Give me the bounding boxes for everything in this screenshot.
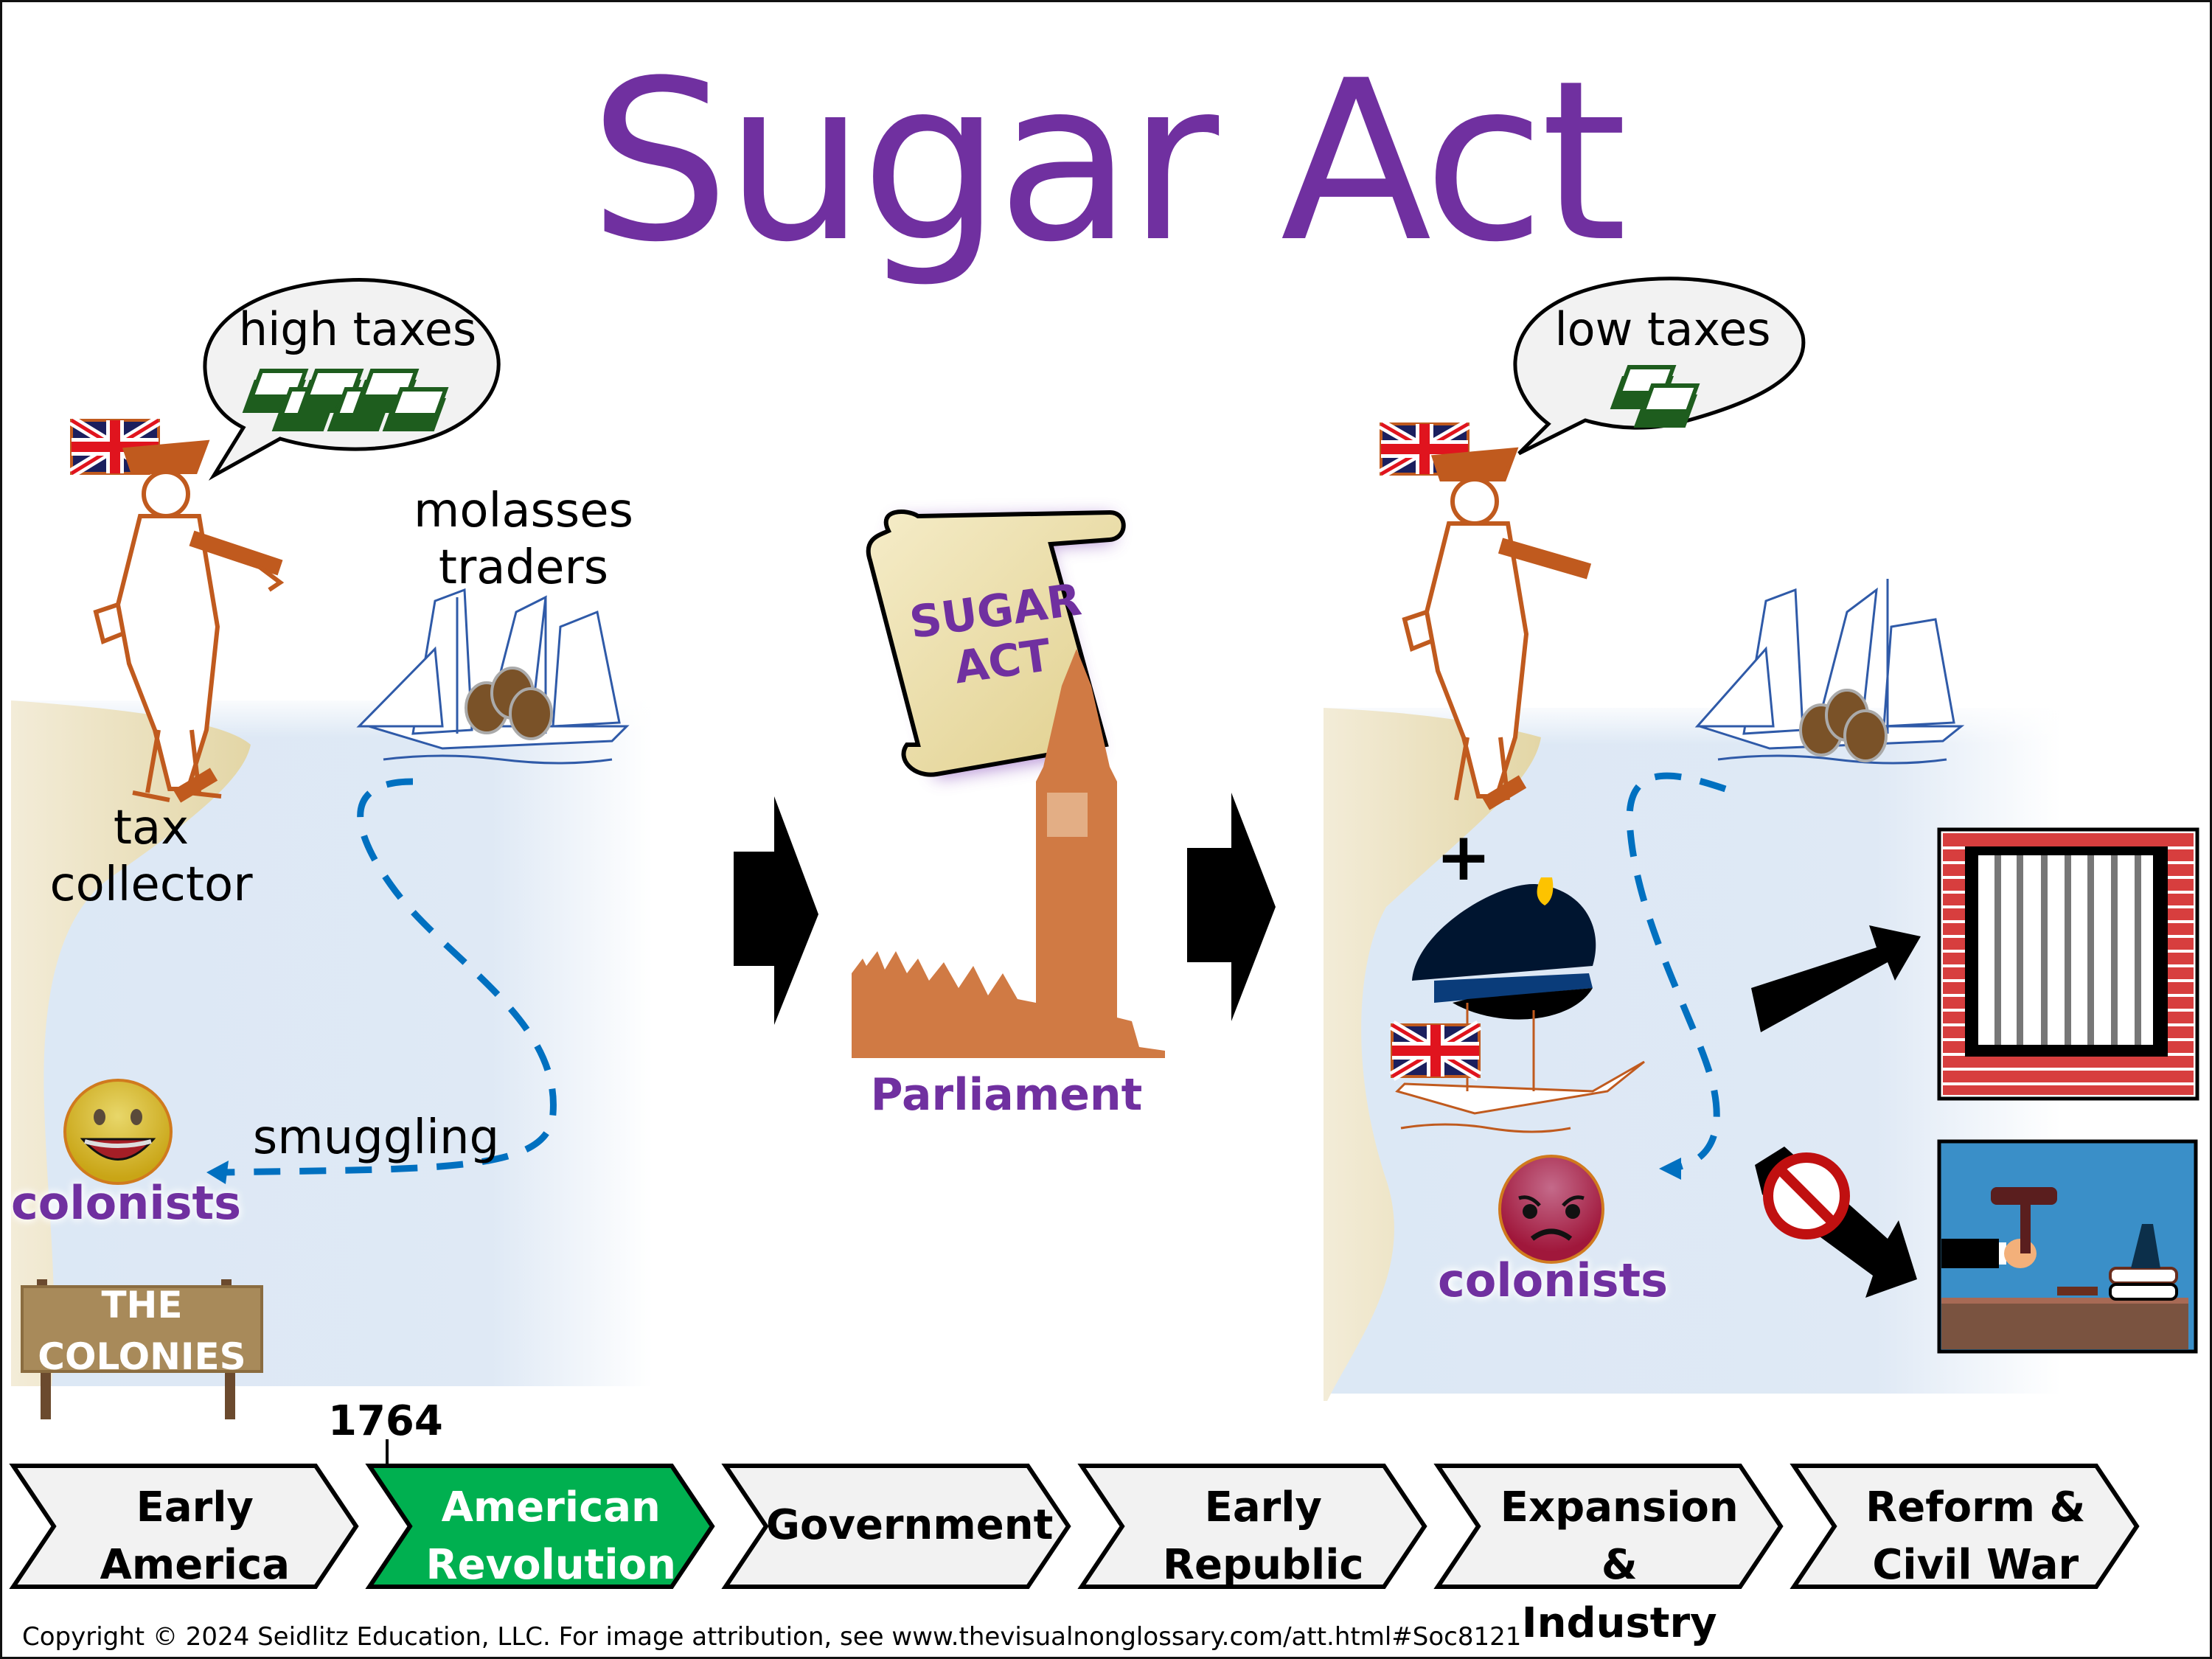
ship-icon	[1694, 579, 1965, 765]
shore-left	[11, 700, 251, 1386]
timeline-label-line-1: American	[441, 1484, 661, 1531]
blocked-smuggling-arrowhead	[1659, 1158, 1681, 1180]
tax-collector-figure	[1402, 447, 1592, 810]
timeline-label-3[interactable]: Government	[766, 1497, 1054, 1554]
timeline-chevrons	[9, 1464, 2140, 1589]
timeline-label-5[interactable]: Expansion & Industry	[1478, 1479, 1761, 1652]
police-cap-icon	[1412, 877, 1596, 1020]
parliament-label: Parliament	[870, 1069, 1143, 1121]
timeline-chevron-5[interactable]	[1433, 1464, 1784, 1589]
sign-line-2: COLONIES	[38, 1335, 246, 1378]
tax-collector-label: tax collector	[49, 801, 253, 912]
prohibited-icon	[1763, 1152, 1850, 1239]
court-icon	[1937, 1139, 2198, 1354]
arrow-right-2	[1187, 793, 1276, 1021]
parliament-building-icon	[852, 649, 1165, 1058]
barrels-icon	[1799, 689, 1888, 762]
timeline-label-line-1: Expansion &	[1500, 1484, 1739, 1590]
timeline-label-line-2: America	[100, 1541, 290, 1590]
barrels-icon	[465, 667, 553, 740]
timeline-label-line-2: Revolution	[425, 1541, 676, 1590]
colonists-label-angry: colonists	[1438, 1253, 1669, 1307]
timeline-chevron-2[interactable]	[365, 1464, 715, 1589]
copyright-text: Copyright © 2024 Seidlitz Education, LLC…	[22, 1622, 1522, 1652]
timeline-year: 1764	[328, 1397, 443, 1445]
colonies-sign-label: THE COLONIES	[22, 1279, 262, 1382]
speech-bubble-text-high-taxes: high taxes	[238, 302, 477, 356]
smuggling-arrowhead	[206, 1161, 229, 1184]
timeline-chevron-1[interactable]	[9, 1464, 359, 1589]
arrow-right-1	[734, 796, 818, 1025]
page-title: Sugar Act	[588, 33, 1627, 291]
happy-face-icon	[63, 1079, 173, 1185]
timeline-label-line-1: Early	[136, 1484, 254, 1531]
colonists-label: colonists	[11, 1176, 242, 1230]
timeline-chevron-6[interactable]	[1790, 1464, 2140, 1589]
smuggling-label: smuggling	[252, 1110, 500, 1165]
timeline-label-line-2: Republic	[1162, 1541, 1364, 1590]
uk-flag-icon	[1389, 1020, 1482, 1082]
speech-bubble-text-low-taxes: low taxes	[1554, 302, 1771, 356]
timeline-chevron-3[interactable]	[721, 1464, 1071, 1589]
timeline-chevron-4[interactable]	[1077, 1464, 1427, 1589]
timeline-label-line-1: Reform &	[1865, 1484, 2086, 1531]
timeline-label-line-2: Industry	[1521, 1599, 1717, 1647]
sign-line-1: THE	[101, 1284, 183, 1326]
blocked-smuggling-path	[1626, 772, 1727, 1172]
jail-icon	[1937, 827, 2199, 1101]
timeline-label-line-1: Early	[1204, 1484, 1322, 1531]
shore-right	[1324, 708, 1541, 1401]
colonies-sign-icon	[21, 1279, 263, 1419]
money-stacks-icon	[242, 369, 449, 431]
timeline-label-6[interactable]: Reform & Civil War	[1834, 1479, 2117, 1595]
plus-sign: +	[1436, 818, 1492, 896]
traders-label: molasses traders	[414, 484, 633, 595]
angry-face-icon	[1498, 1155, 1604, 1264]
tax-collector-figure	[93, 439, 285, 803]
money-stack-icon	[1610, 365, 1700, 428]
smuggling-path	[220, 778, 557, 1176]
timeline-label-line-1: Government	[766, 1501, 1054, 1549]
timeline-label-line-2: Civil War	[1872, 1541, 2079, 1590]
arrow-to-jail	[1751, 925, 1921, 1032]
